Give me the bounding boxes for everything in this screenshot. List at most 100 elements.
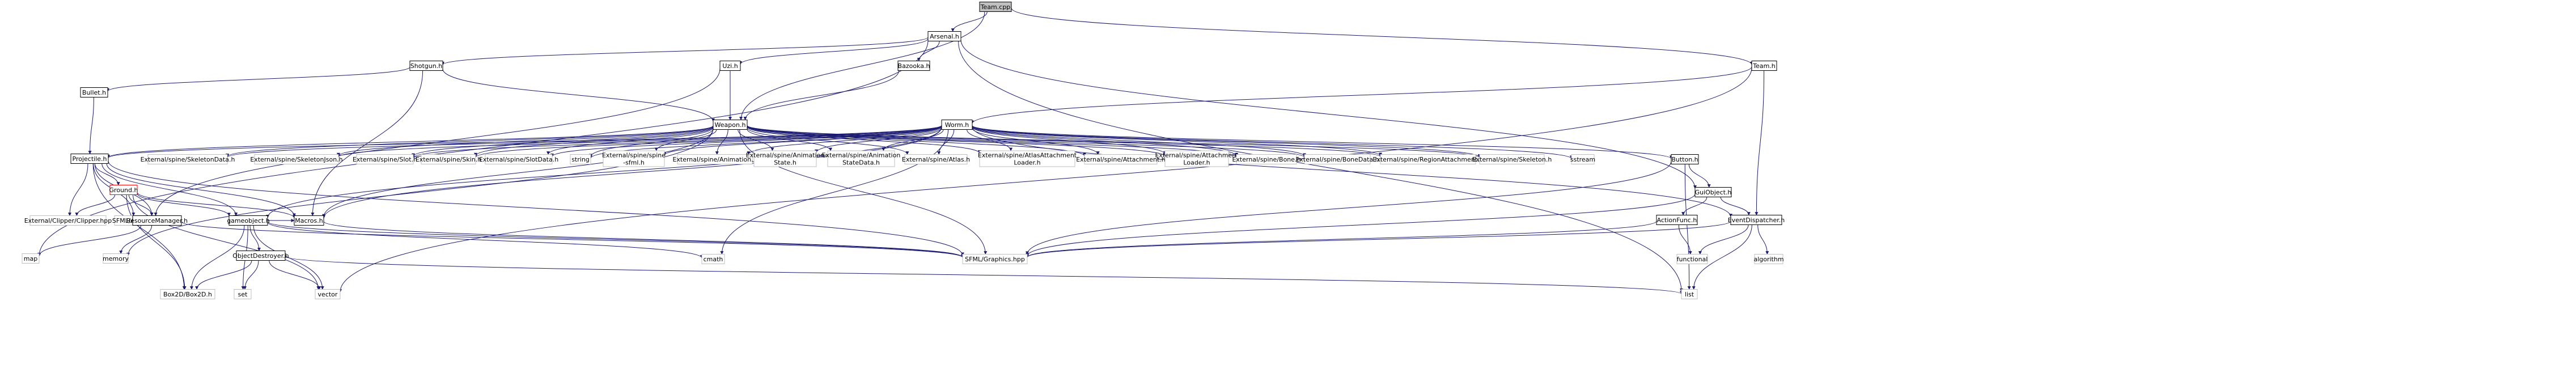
node-n15: string	[570, 154, 591, 164]
node-n30: Ground.h	[109, 185, 138, 195]
node-label: set	[238, 291, 248, 298]
node-label: Weapon.h	[715, 121, 746, 129]
node-box	[941, 120, 973, 130]
node-n32[interactable]: Macros.h	[294, 215, 324, 226]
node-label: Ground.h	[109, 186, 138, 194]
node-box	[753, 150, 817, 167]
node-box	[1304, 154, 1371, 164]
node-label: gameobject.h	[227, 217, 270, 224]
node-label: External/spine/Bone.h	[1232, 156, 1300, 163]
node-label: algorithm	[1753, 256, 1783, 263]
node-box	[1730, 215, 1782, 225]
node-n49: list	[1681, 289, 1698, 299]
node-n35[interactable]: ResourceManager.h	[126, 215, 188, 226]
dependency-edge-n41-n47	[243, 260, 259, 290]
node-box	[1671, 154, 1699, 164]
node-box	[603, 150, 665, 167]
dependency-edge-n3-n32	[311, 70, 423, 217]
node-box	[1656, 215, 1698, 225]
node-label: External/spine/SkeletonJson.h	[250, 156, 342, 163]
node-n3[interactable]: Shotgun.h	[409, 61, 443, 71]
node-n5[interactable]: Bazooka.h	[897, 61, 930, 71]
node-n36[interactable]: gameobject.h	[227, 215, 270, 226]
dependency-edge-n2-n48	[338, 67, 1752, 293]
dependency-edge-n3-n6	[106, 66, 410, 92]
node-n16: External/spine/spine-sfml.h	[602, 150, 666, 167]
node-n41[interactable]: ObjectDestroyer.h	[232, 251, 289, 261]
dependency-edge-n30-n32	[137, 192, 296, 219]
node-n29[interactable]: Button.h	[1671, 154, 1699, 164]
dependency-edge-n1-n49	[958, 41, 1683, 292]
node-n12: External/spine/Slot.h	[353, 154, 417, 164]
dependency-edge-n37-n44	[1678, 224, 1692, 255]
dependency-edge-n7-n40	[126, 128, 714, 256]
dependency-edge-n32-n43	[323, 221, 964, 258]
dependency-edge-n8-n10	[226, 125, 942, 158]
node-n20: External/spine/Atlas.h	[902, 154, 970, 164]
dependency-edge-n41-n46	[195, 260, 252, 290]
dependency-edge-n8-n19	[882, 129, 944, 151]
dependency-edge-n8-n22	[972, 128, 1100, 155]
dependency-edge-n8-n42	[720, 129, 949, 255]
node-box	[109, 185, 138, 195]
node-n37[interactable]: ActionFunc.h	[1656, 215, 1698, 225]
dependency-edge-n33-n43	[1026, 193, 1696, 257]
node-n8[interactable]: Worm.h	[941, 120, 973, 130]
node-box	[421, 154, 476, 164]
node-box	[927, 31, 961, 41]
node-box	[315, 289, 341, 299]
node-label: functional	[1677, 256, 1708, 263]
dependency-edge-n41-n49	[285, 256, 1683, 295]
dependency-edge-n38-n45	[1757, 224, 1769, 255]
dependency-edge-n30-n34	[75, 194, 116, 217]
node-box	[897, 61, 930, 71]
node-n7[interactable]: Weapon.h	[713, 120, 748, 130]
node-n6[interactable]: Bullet.h	[80, 87, 108, 97]
node-box	[70, 154, 109, 164]
node-label: External/spine/spine-sfml.h	[602, 152, 666, 167]
node-n1[interactable]: Arsenal.h	[927, 31, 961, 41]
dependency-edge-n35-n43	[181, 221, 964, 258]
node-box	[409, 61, 443, 71]
dependency-edge-n8-n28	[972, 125, 1573, 159]
dependency-edge-n8-n38	[972, 126, 1732, 218]
node-label: Button.h	[1671, 156, 1698, 163]
dependency-edge-n8-n20	[937, 129, 955, 155]
node-label: ObjectDestroyer.h	[232, 252, 289, 260]
node-box	[234, 289, 252, 299]
node-box	[254, 154, 339, 164]
node-box	[1694, 187, 1732, 197]
dependency-edge-n1-n5	[917, 41, 940, 62]
node-n24: External/spine/Bone.h	[1232, 154, 1301, 164]
dependency-edge-n8-n25	[972, 126, 1306, 157]
node-label: sstream	[1570, 156, 1595, 163]
node-n2[interactable]: Team.h	[1751, 61, 1777, 71]
dependency-edge-n8-n23	[972, 126, 1167, 155]
node-label: cmath	[704, 256, 723, 263]
node-n44: functional	[1676, 254, 1708, 264]
dependency-edge-n1-n3	[441, 37, 929, 65]
node-label: External/spine/SkeletonData.h	[141, 156, 235, 163]
node-box	[962, 254, 1028, 264]
node-n4[interactable]: Uzi.h	[719, 61, 741, 71]
node-n45: algorithm	[1753, 254, 1784, 264]
dependency-edge-n29-n49	[1684, 164, 1691, 290]
dependency-edge-n7-n12	[412, 126, 714, 157]
node-box	[827, 150, 895, 167]
dependency-edge-n41-n48	[269, 260, 321, 290]
node-label: Team.cpp	[980, 3, 1011, 11]
node-n33[interactable]: GuiObject.h	[1694, 187, 1732, 197]
dependency-edge-n7-n23	[747, 125, 1167, 157]
node-box	[103, 253, 129, 264]
dependency-edge-n1-n39	[37, 40, 929, 257]
node-n38[interactable]: EventDispatcher.h	[1728, 215, 1785, 225]
node-n9[interactable]: Projectile.h	[70, 154, 109, 164]
dependency-edge-n30-n36	[137, 193, 231, 217]
dependency-edge-n8-n14	[550, 125, 942, 157]
dependency-edge-n8-n21	[967, 129, 1013, 151]
dependency-edge-n8-n32	[322, 126, 942, 219]
dependency-edge-n7-n19	[747, 129, 833, 151]
